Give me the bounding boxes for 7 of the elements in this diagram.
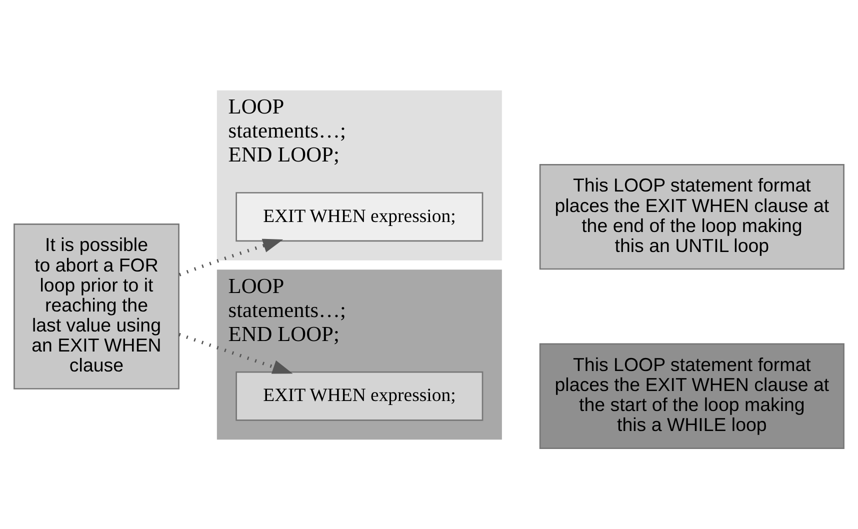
node-box: EXIT WHEN expression;	[236, 192, 484, 242]
node-box: EXIT WHEN expression;	[236, 370, 484, 420]
arrow	[178, 238, 284, 276]
node-box: This LOOP statement format places the EXIT WHEN clause at the end of the loop making this an UNTIL loop	[539, 163, 844, 270]
node-box: It is possible to abort a FOR loop prior to it reaching the last value using an EXIT WHEN clause	[14, 223, 180, 389]
arrow	[178, 332, 293, 374]
node-box: This LOOP statement format places the EXIT WHEN clause at the start of the loop making this a WHILE loop	[539, 342, 844, 448]
